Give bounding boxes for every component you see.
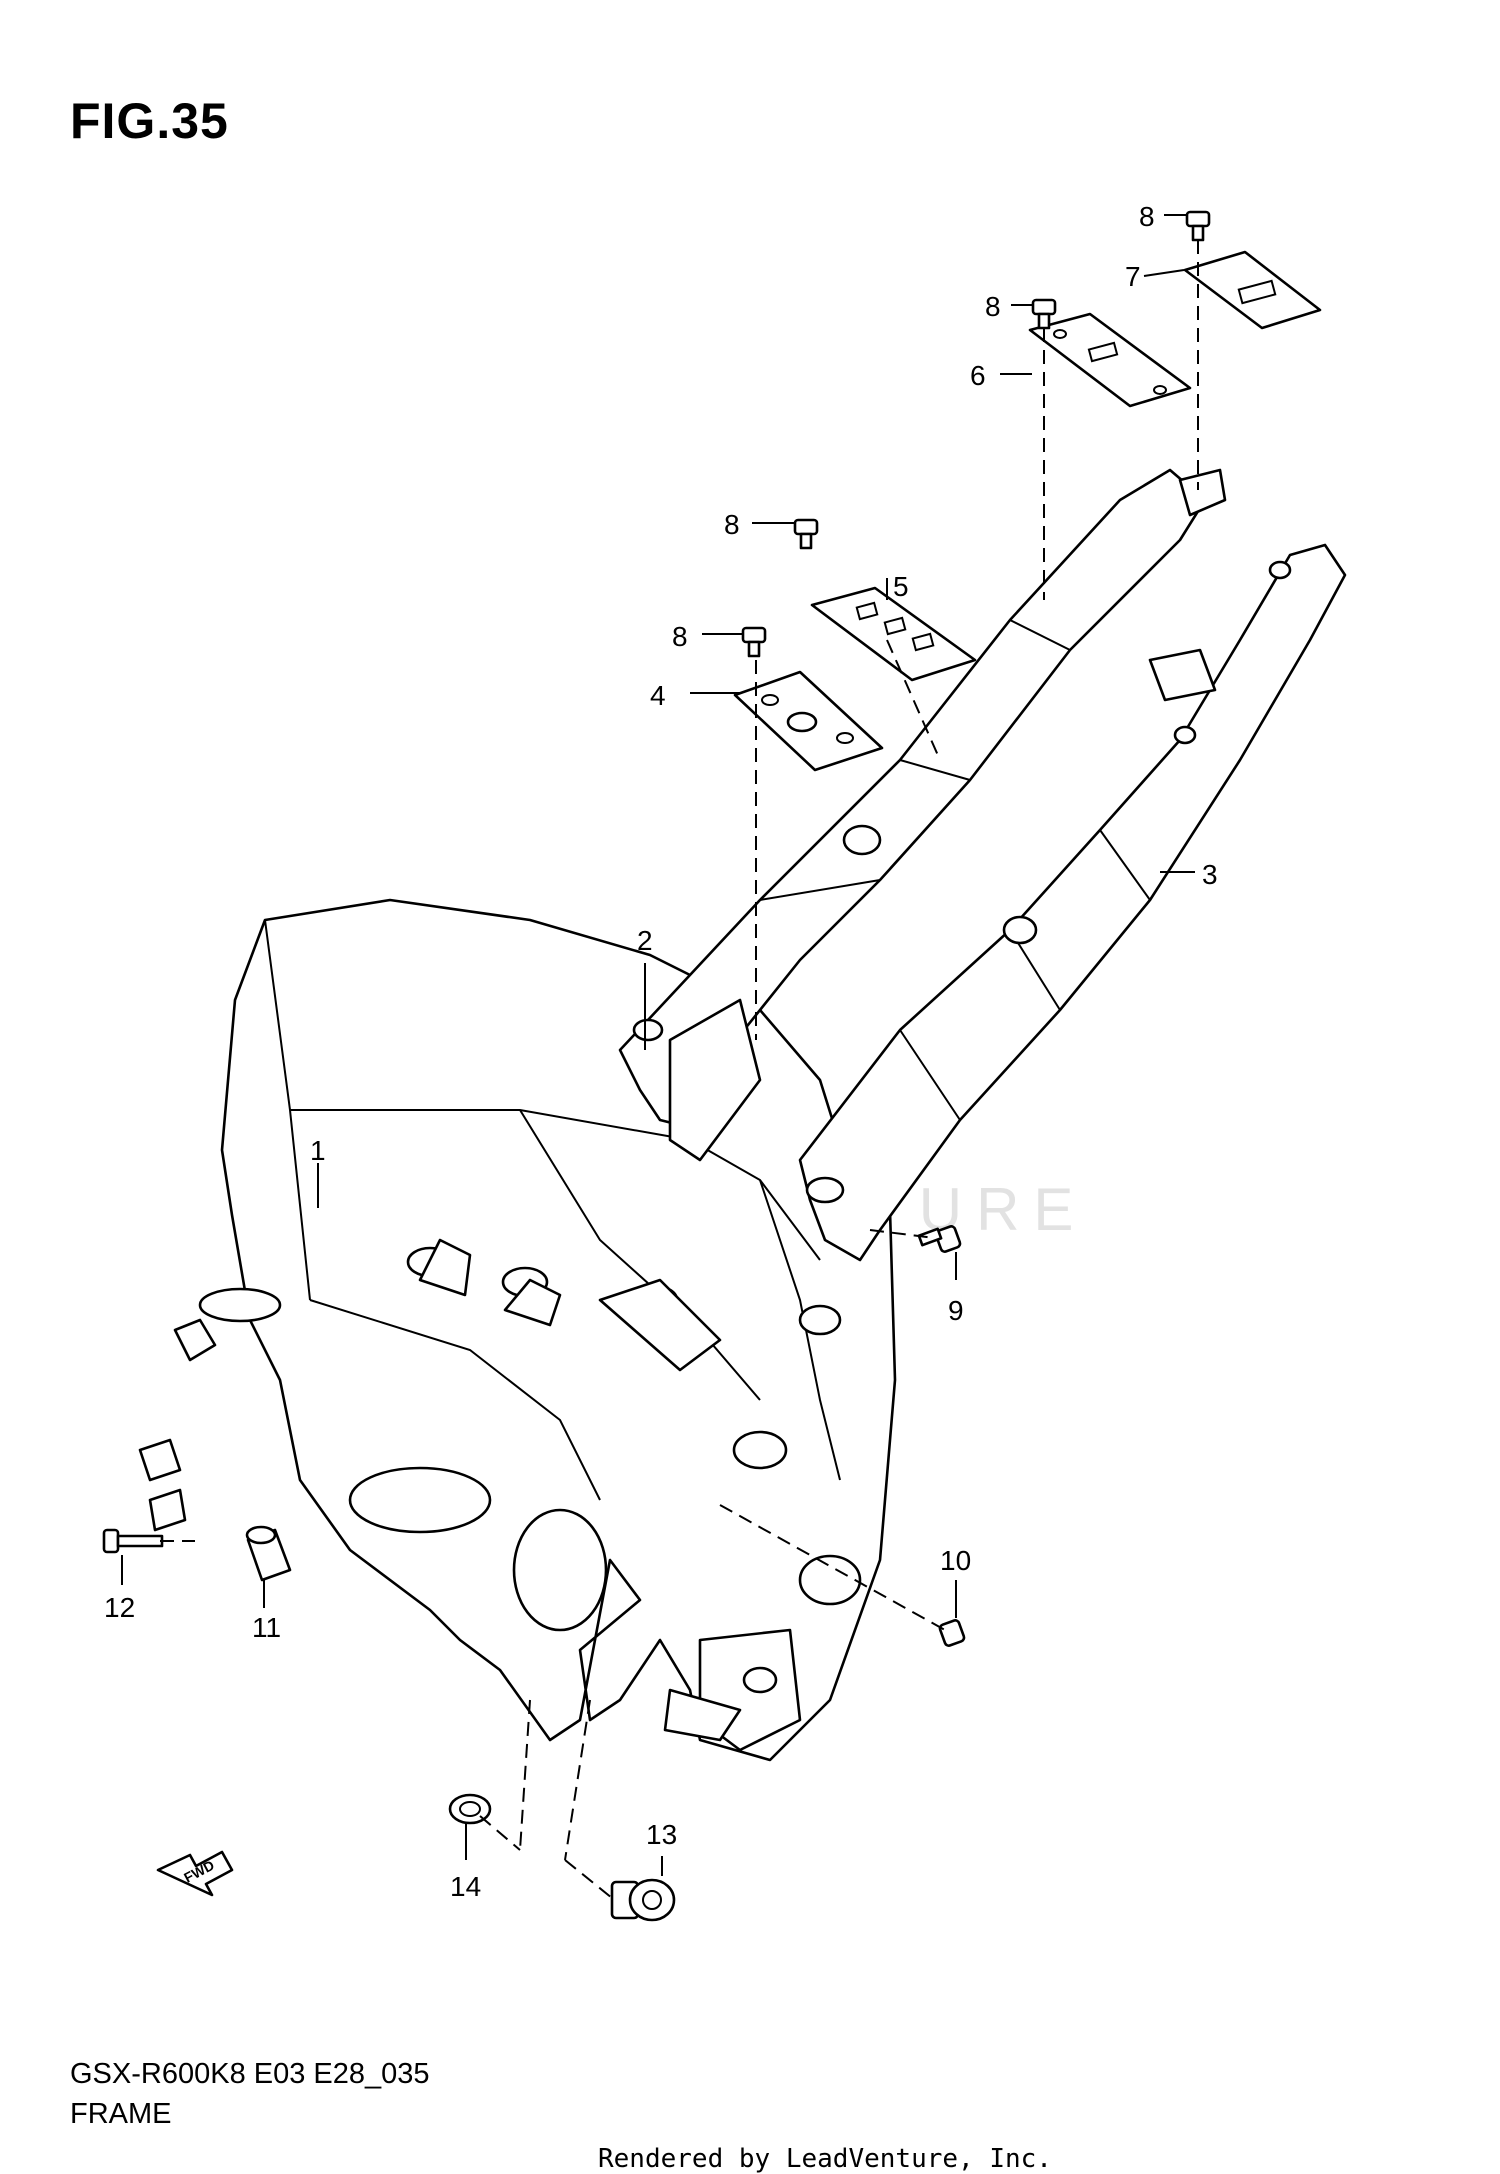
callout-13: 13 (646, 1819, 677, 1850)
section-name: FRAME (70, 2098, 172, 2130)
callout-7: 7 (1125, 261, 1141, 292)
bolt-10 (938, 1619, 966, 1647)
render-credit: Rendered by LeadVenture, Inc. (598, 2144, 1052, 2174)
callout-9: 9 (948, 1295, 964, 1326)
bracket-plate-6 (1028, 312, 1192, 408)
callout-12: 12 (104, 1592, 135, 1623)
callout-1: 1 (310, 1135, 326, 1166)
leader-lines (121, 214, 1195, 1876)
bolt-8-c (793, 518, 819, 550)
spacer-11 (245, 1525, 292, 1582)
callout-2: 2 (637, 925, 653, 956)
bracket-plate-4 (733, 670, 884, 772)
plug-13 (610, 1878, 676, 1922)
callout-8-d: 8 (672, 621, 688, 652)
bolt-8-b (1031, 298, 1057, 330)
assembly-lines (160, 240, 1199, 1899)
bolt-8-d (741, 626, 767, 658)
seat-rail-left (618, 468, 1227, 1162)
callout-10: 10 (940, 1545, 971, 1576)
bracket-plate-7 (1183, 250, 1322, 330)
callout-8-c: 8 (724, 509, 740, 540)
seat-rail-right (798, 543, 1347, 1262)
callout-5: 5 (893, 571, 909, 602)
callout-8-b: 8 (985, 291, 1001, 322)
model-code: GSX-R600K8 E03 E28_035 (70, 2058, 430, 2090)
callout-14: 14 (450, 1871, 481, 1902)
callout-11: 11 (252, 1612, 281, 1643)
callout-8-a: 8 (1139, 201, 1155, 232)
bolt-8-a (1185, 210, 1211, 242)
bracket-plate-5 (810, 586, 977, 682)
bolt-9 (917, 1225, 962, 1253)
figure-title: FIG.35 (70, 93, 229, 149)
callout-3: 3 (1202, 859, 1218, 890)
fwd-arrow-icon: FWD (156, 1850, 234, 1897)
bolt-12 (102, 1528, 164, 1554)
callout-6: 6 (970, 360, 986, 391)
callout-4: 4 (650, 680, 666, 711)
